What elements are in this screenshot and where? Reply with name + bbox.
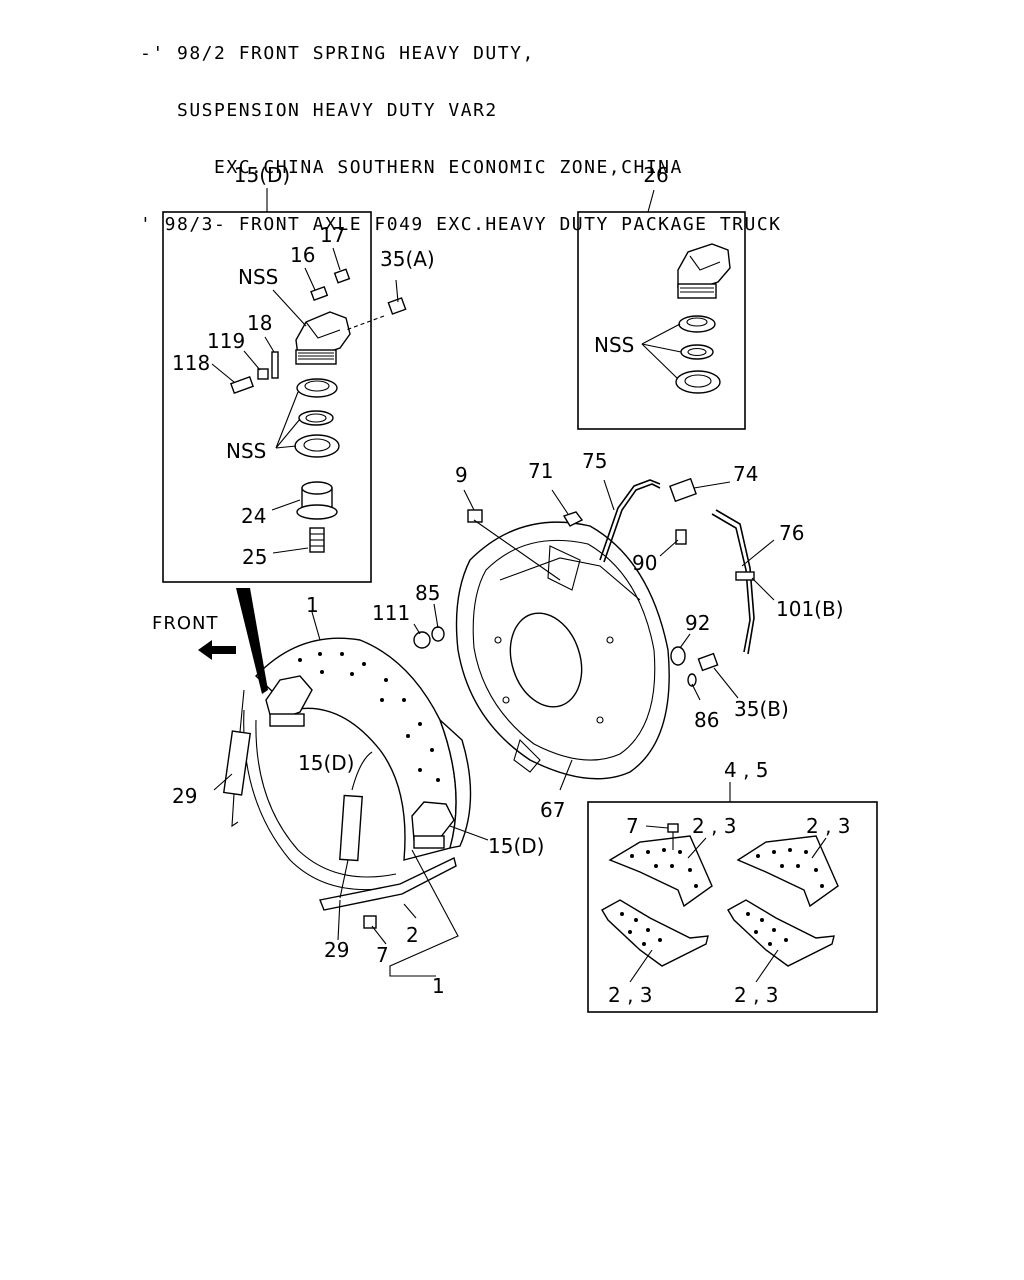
label-1-bottom: 1 <box>432 974 445 998</box>
seal-26-3 <box>675 370 721 394</box>
label-74: 74 <box>733 462 758 486</box>
label-7: 7 <box>376 943 389 967</box>
return-spring-left <box>222 689 252 828</box>
label-4-5-box: 4 , 5 <box>724 758 769 782</box>
front-arrow-icon <box>198 640 236 660</box>
label-71: 71 <box>528 459 553 483</box>
hose-clip-101b <box>735 571 755 581</box>
lining-top-right <box>736 835 839 908</box>
label-15d-right: 15(D) <box>488 834 544 858</box>
label-26-box: 26 <box>643 163 668 187</box>
cylinder-26-detail-box <box>577 189 746 430</box>
label-nss-top: NSS <box>238 265 278 289</box>
header-line-1: -' 98/2 FRONT SPRING HEAVY DUTY, <box>140 43 535 64</box>
diagram-header: -' 98/2 FRONT SPRING HEAVY DUTY, SUSPENS… <box>140 6 782 253</box>
label-2-3-bottom-left: 2 , 3 <box>608 983 653 1007</box>
piston <box>296 481 338 520</box>
adjuster-screw <box>309 527 325 553</box>
clip-71 <box>562 511 584 527</box>
lining-top-left <box>608 835 713 908</box>
label-2-3-top-left: 2 , 3 <box>692 814 737 838</box>
rivet <box>667 823 679 833</box>
label-9: 9 <box>455 463 468 487</box>
bleeder-screw <box>310 285 329 301</box>
label-25: 25 <box>242 545 267 569</box>
label-67: 67 <box>540 798 565 822</box>
label-nss-mid: NSS <box>226 439 266 463</box>
backing-plate <box>455 521 670 780</box>
label-7-rivet: 7 <box>626 814 639 838</box>
return-spring-right <box>339 751 373 899</box>
label-2: 2 <box>406 923 419 947</box>
label-75: 75 <box>582 449 607 473</box>
label-35b: 35(B) <box>734 697 789 721</box>
header-line-3: EXC.CHINA SOUTHERN ECONOMIC ZONE,CHINA <box>140 157 683 178</box>
lining-kit-detail-box <box>587 782 878 1013</box>
label-35a: 35(A) <box>380 247 435 271</box>
nut-111 <box>413 631 431 649</box>
label-85: 85 <box>415 581 440 605</box>
label-18: 18 <box>247 311 272 335</box>
label-front: FRONT <box>152 613 219 634</box>
label-101b: 101(B) <box>776 597 844 621</box>
label-118: 118 <box>172 351 210 375</box>
brake-hose-76 <box>711 513 751 653</box>
label-119: 119 <box>207 329 245 353</box>
label-24: 24 <box>241 504 266 528</box>
cap-92 <box>670 646 686 666</box>
wheel-cylinder-installed-top <box>265 675 313 727</box>
bleeder-cap <box>333 268 351 284</box>
seal-ring-2 <box>298 410 334 426</box>
label-86: 86 <box>694 708 719 732</box>
wheel-cylinder-installed-bottom <box>411 801 455 849</box>
wheel-cylinder-body <box>295 311 351 365</box>
brake-pipe-75 <box>599 479 661 561</box>
wheel-cylinder-26 <box>677 243 731 299</box>
label-15d-box: 15(D) <box>234 163 290 187</box>
label-92: 92 <box>685 611 710 635</box>
backing-plate-hub-hole <box>509 612 583 708</box>
washer-85 <box>431 626 445 642</box>
bolt-35a <box>387 297 407 315</box>
header-line-4: ' 98/3- FRONT AXLE F049 EXC.HEAVY DUTY P… <box>140 214 782 235</box>
detail-pointer <box>236 588 268 694</box>
label-76: 76 <box>779 521 804 545</box>
bolt-118 <box>229 375 255 395</box>
bolt-9 <box>467 509 483 523</box>
label-90: 90 <box>632 551 657 575</box>
lining-bottom-left <box>601 899 709 967</box>
label-15d-mid: 15(D) <box>298 751 354 775</box>
label-nss-26: NSS <box>594 333 634 357</box>
label-2-3-bottom-right: 2 , 3 <box>734 983 779 1007</box>
plate-18 <box>271 351 279 379</box>
label-2-3-top-right: 2 , 3 <box>806 814 851 838</box>
bolt-35b <box>697 652 719 672</box>
label-1-top: 1 <box>306 593 319 617</box>
label-29-left: 29 <box>172 784 197 808</box>
anchor-bolt-7 <box>363 915 377 929</box>
label-17: 17 <box>320 223 345 247</box>
clip-119 <box>257 368 269 380</box>
washer-86 <box>687 673 697 687</box>
fitting-74 <box>669 477 697 503</box>
union-bolt-90 <box>675 529 687 545</box>
lining-bottom-right <box>727 899 835 967</box>
seal-ring-1 <box>296 378 338 398</box>
label-16: 16 <box>290 243 315 267</box>
seal-ring-3 <box>294 434 340 458</box>
seal-26-2 <box>680 344 714 360</box>
header-line-2: SUSPENSION HEAVY DUTY VAR2 <box>140 100 498 121</box>
label-29-bottom: 29 <box>324 938 349 962</box>
label-111: 111 <box>372 601 410 625</box>
wheel-cylinder-detail-box <box>162 188 372 583</box>
